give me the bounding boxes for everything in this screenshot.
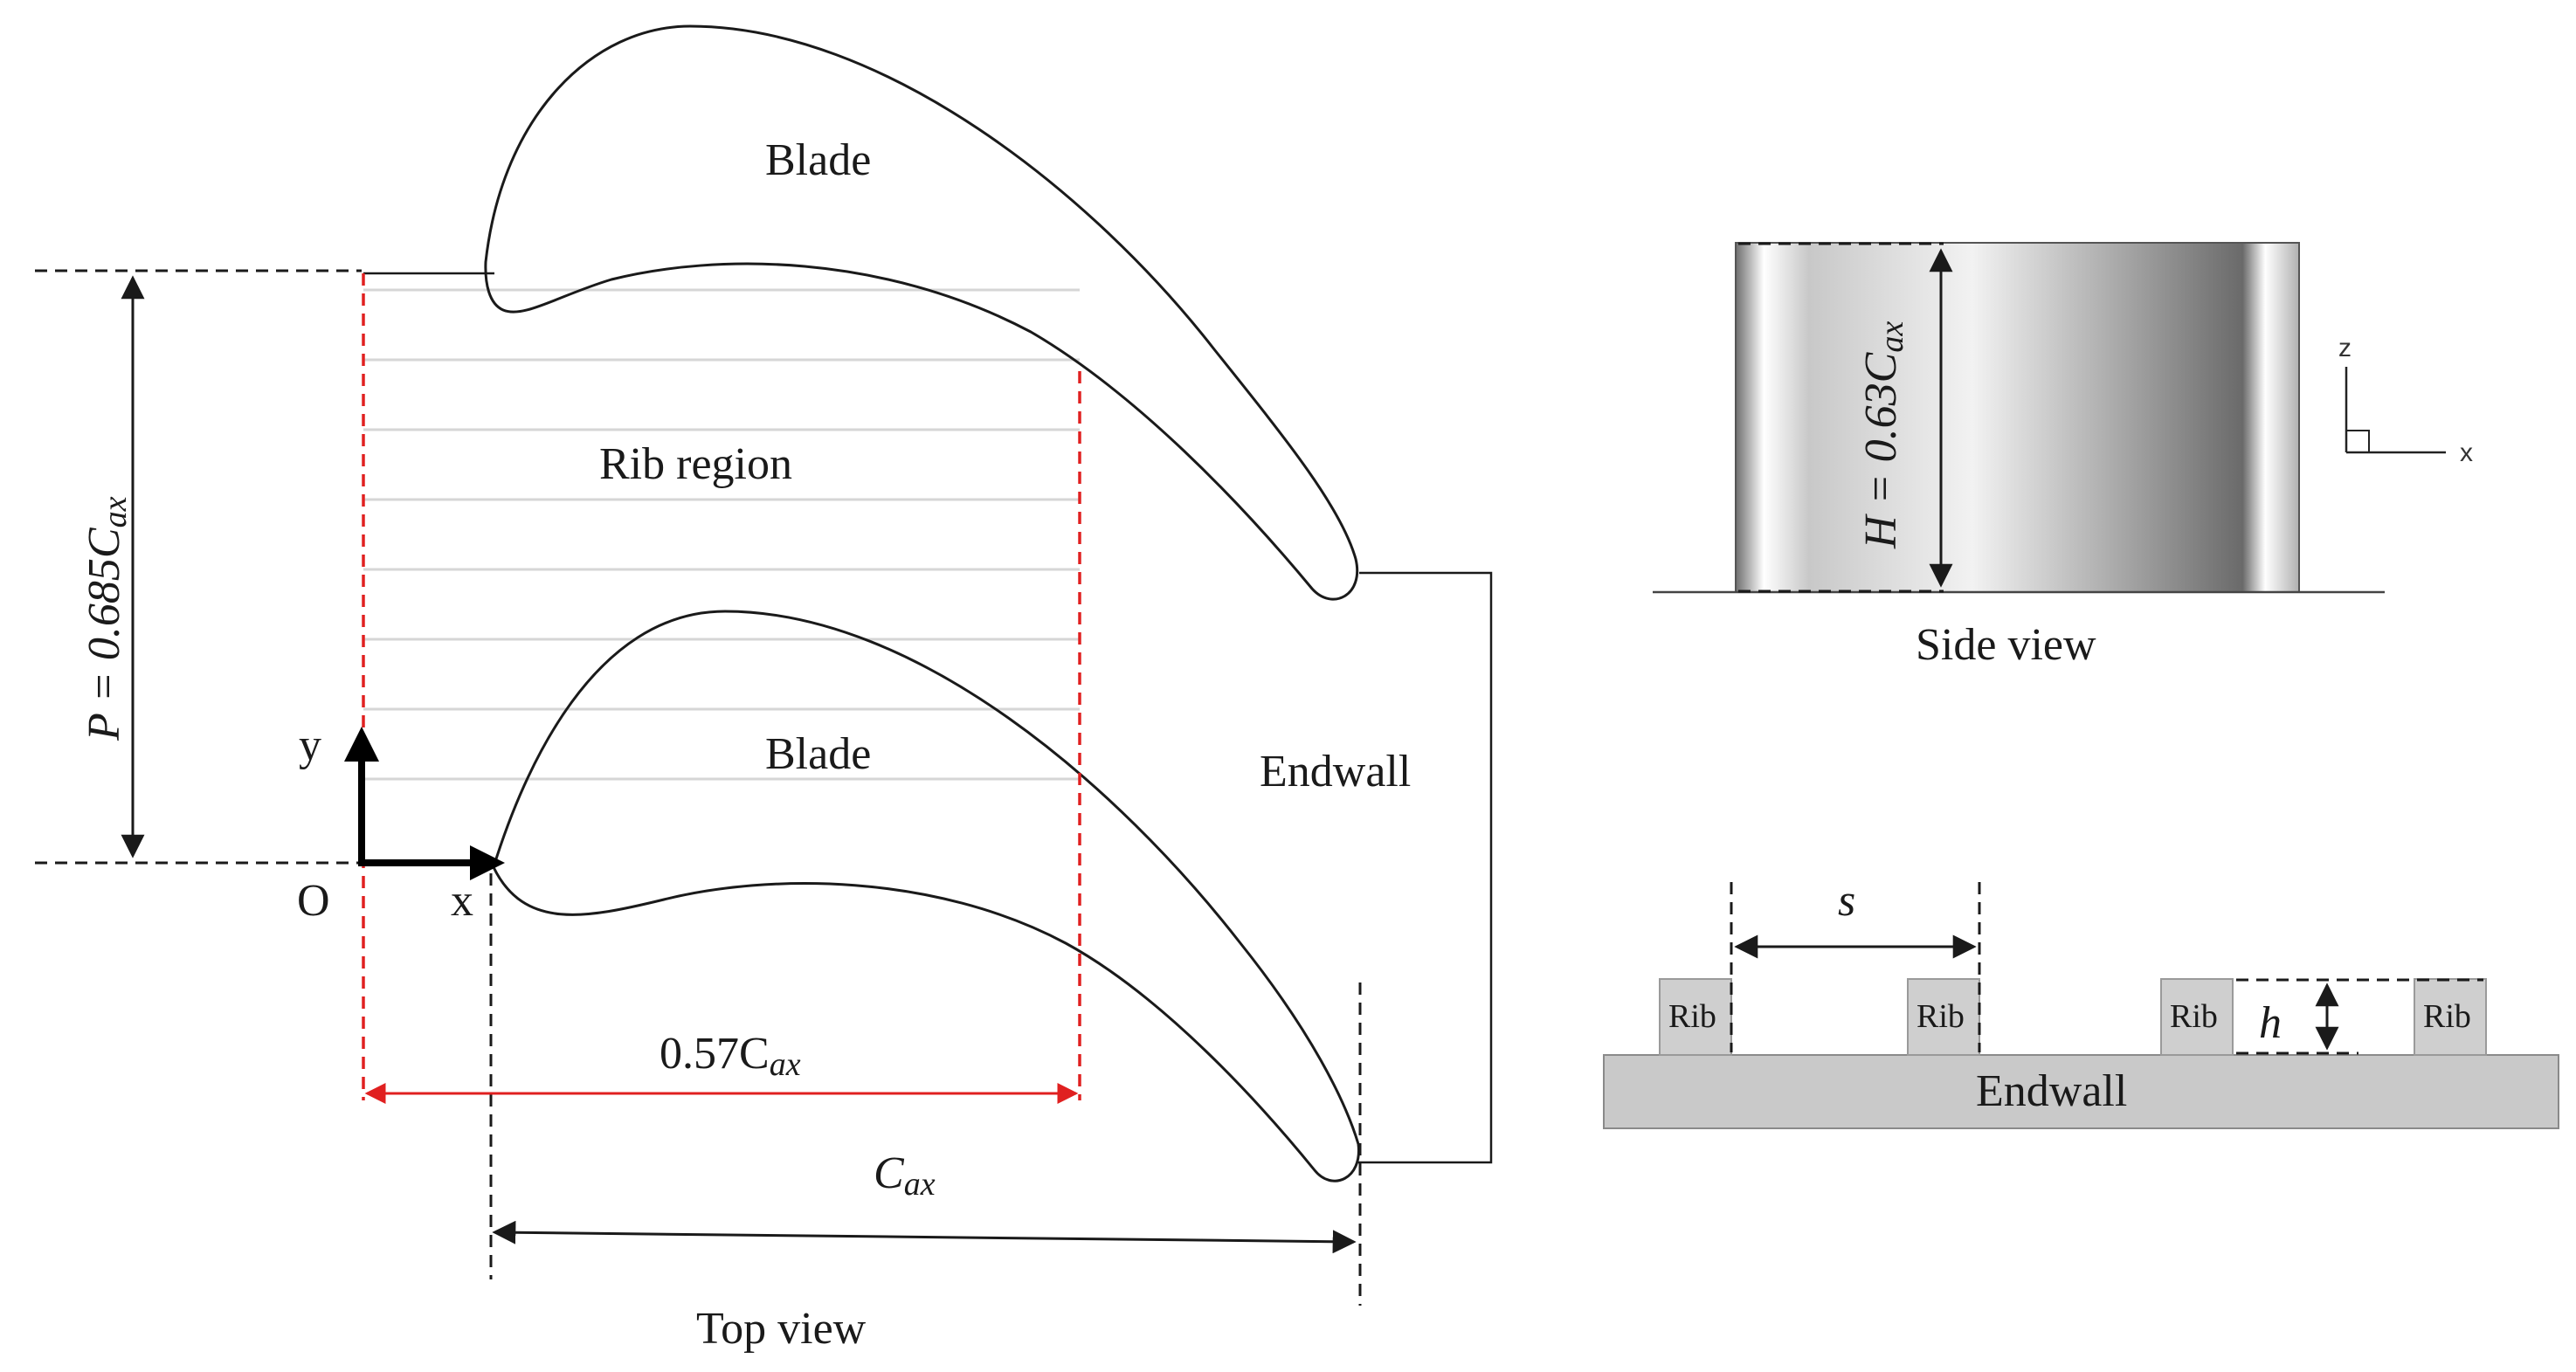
spacing-label: s: [1838, 876, 1855, 926]
y-axis-label: y: [299, 720, 321, 770]
side-view: H = 0.63Cax z x Side view: [1653, 242, 2473, 670]
rib-4: [2414, 978, 2487, 1056]
rib-detail-endwall-plate: [1603, 1054, 2559, 1129]
rib-extent-label: 0.57Cax: [660, 1029, 801, 1083]
top-view: P = 0.685Cax 0.57Cax Cax y x O Blade Rib…: [35, 24, 1493, 1354]
rib-3-label: Rib: [2170, 998, 2218, 1035]
chord-dimension-arrow: [492, 1220, 1357, 1254]
rib-detail-endwall-label: Endwall: [1976, 1066, 2127, 1116]
rib-2: [1907, 978, 1980, 1056]
blade-lower-outline: [492, 610, 1360, 1182]
side-view-caption: Side view: [1916, 620, 2096, 670]
rib-3: [2160, 978, 2234, 1056]
top-view-caption: Top view: [696, 1304, 867, 1354]
rib-2-label: Rib: [1916, 998, 1965, 1035]
pitch-label: P = 0.685Cax: [79, 496, 134, 741]
blade-lower-label: Blade: [765, 729, 871, 779]
rib-detail: Endwall Rib Rib Rib Rib s h: [1603, 876, 2559, 1129]
rib-region-label: Rib region: [599, 439, 792, 489]
rib-1-label: Rib: [1668, 998, 1716, 1035]
rib-height-label: h: [2259, 998, 2282, 1048]
side-view-axis-triad: z x: [2338, 334, 2473, 467]
origin-label: O: [297, 876, 330, 926]
x-axis-label: x: [451, 876, 473, 926]
side-view-passage: [1735, 242, 2300, 593]
x-axis-label-side: x: [2460, 438, 2473, 467]
blade-upper-label: Blade: [765, 135, 871, 185]
rib-1: [1659, 978, 1732, 1056]
rib-4-label: Rib: [2423, 998, 2471, 1035]
rib-region-lines: [363, 288, 1080, 781]
z-axis-label: z: [2338, 334, 2352, 362]
blade-upper-outline: [484, 24, 1359, 601]
chord-label: Cax: [874, 1148, 936, 1203]
endwall-label: Endwall: [1260, 747, 1411, 796]
span-height-label: H = 0.63Cax: [1856, 321, 1910, 549]
endwall-domain-outline: [363, 272, 1493, 1164]
